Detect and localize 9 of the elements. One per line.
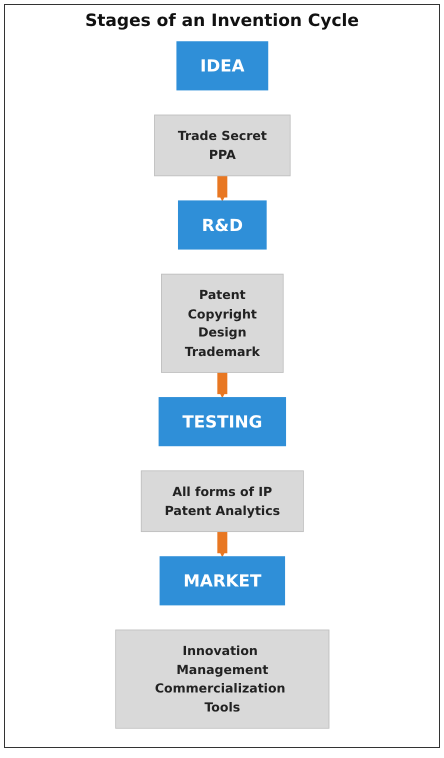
node-box: R&D [178,200,266,250]
node-box: Patent Copyright Design Trademark [160,274,284,373]
node-box: MARKET [159,556,285,606]
node-box: Trade Secret PPA [154,114,290,176]
node-box: TESTING [158,397,286,446]
node-box: IDEA [176,41,268,90]
node-box: All forms of IP Patent Analytics [140,470,304,532]
node-box: Innovation Management Commercialization Tools [114,630,330,729]
diagram-title: Stages of an Invention Cycle [85,11,359,31]
